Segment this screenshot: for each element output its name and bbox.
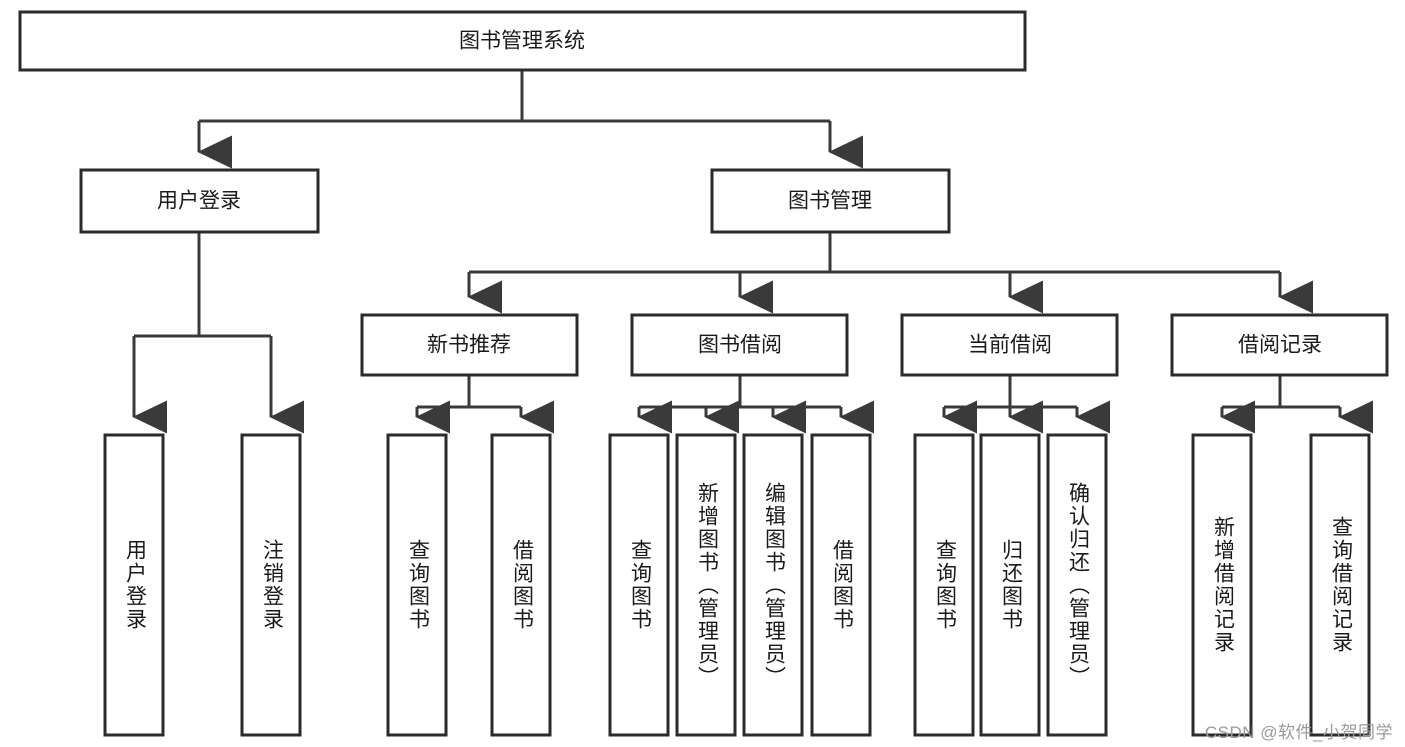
node-borrow-records-box[interactable] (1170, 313, 1389, 377)
leaf-box-borrow-book[interactable] (810, 433, 872, 737)
connector-books-to-level3 (467, 232, 1313, 314)
connector-newbook-to-leaves (415, 375, 554, 434)
connector-borrow-to-leaves (637, 375, 874, 434)
connector-root-to-level2 (197, 70, 863, 169)
connector-current-to-leaves (942, 375, 1110, 434)
leaf-box-query-book-new[interactable] (386, 433, 448, 737)
node-root-label: 图书管理系统 (459, 30, 585, 53)
leaf-box-query-borrow-record[interactable] (1309, 433, 1371, 737)
leaf-box-add-book-admin[interactable] (675, 433, 737, 737)
node-user-login-label: 用户登录 (157, 190, 241, 213)
node-book-management-box[interactable] (710, 168, 951, 234)
node-current-borrow-box[interactable] (900, 313, 1119, 377)
node-book-borrow-label: 图书借阅 (698, 334, 782, 357)
leaf-box-borrow-book-new[interactable] (490, 433, 552, 737)
node-book-borrow-box[interactable] (630, 313, 849, 377)
csdn-watermark: CSDN @软件_小贺同学 (1204, 723, 1393, 742)
node-new-book-recommend-box[interactable] (360, 313, 579, 377)
leaf-box-return-book[interactable] (979, 433, 1041, 737)
leaf-box-add-borrow-record[interactable] (1191, 433, 1253, 737)
connector-userlogin-to-leaves (132, 232, 304, 434)
node-user-login-box[interactable] (79, 168, 320, 234)
leaf-box-query-book-current[interactable] (913, 433, 975, 737)
node-book-management-label: 图书管理 (788, 190, 872, 213)
node-borrow-records-label: 借阅记录 (1238, 334, 1322, 357)
node-current-borrow-label: 当前借阅 (968, 334, 1052, 357)
leaf-box-user-login[interactable] (103, 433, 165, 737)
leaf-box-confirm-return-admin[interactable] (1046, 433, 1108, 737)
connector-records-to-leaves (1220, 375, 1373, 434)
leaf-box-edit-book-admin[interactable] (742, 433, 804, 737)
leaf-box-logout[interactable] (240, 433, 302, 737)
node-root-box[interactable] (18, 10, 1027, 72)
leaf-box-query-book-borrow[interactable] (608, 433, 670, 737)
node-new-book-recommend-label: 新书推荐 (427, 334, 511, 357)
